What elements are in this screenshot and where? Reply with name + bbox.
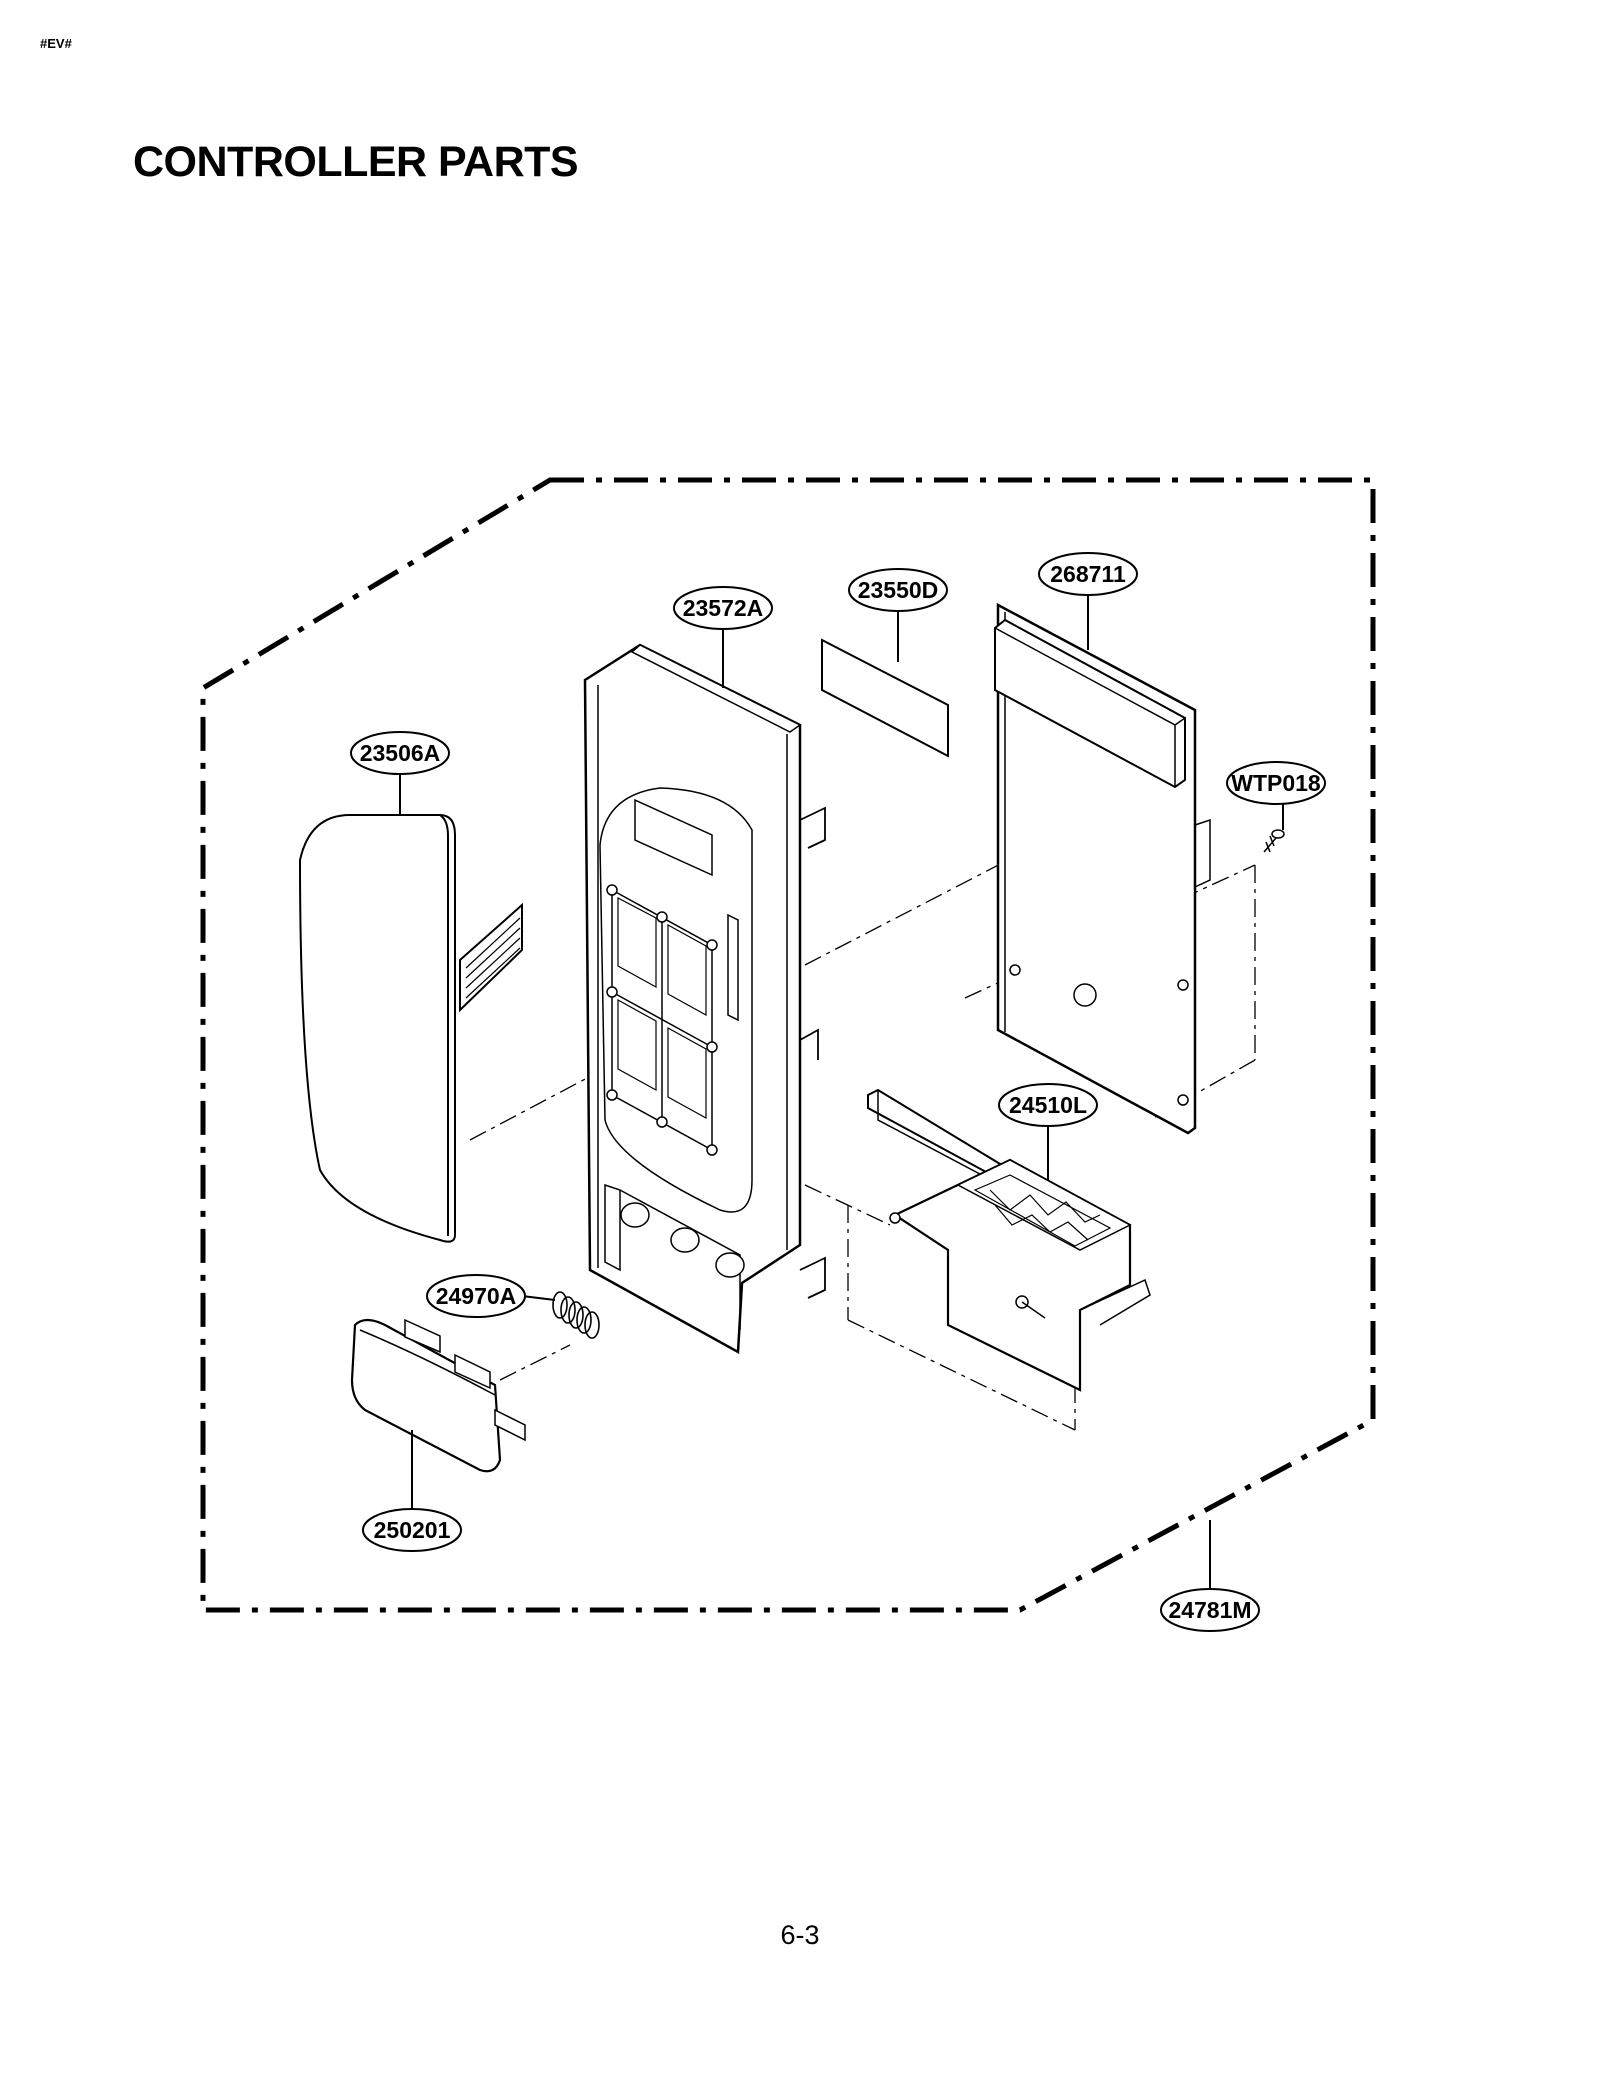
callout-leaders <box>399 596 1284 1588</box>
label-spring: 24970A <box>436 1283 517 1309</box>
label-controller-assembly: 24781M <box>1168 1597 1251 1623</box>
callout-spring: 24970A <box>426 1274 526 1318</box>
latch-bracket-part <box>867 1088 1151 1392</box>
label-door-button: 250201 <box>374 1517 451 1543</box>
callout-ventilation-lever: 23506A <box>350 731 450 775</box>
callout-display-window: 23550D <box>848 568 948 612</box>
callout-door-button: 250201 <box>362 1508 462 1552</box>
spring-part <box>552 1291 600 1339</box>
page-number: 6-3 <box>780 1920 820 1950</box>
document-code: #EV# <box>40 36 72 51</box>
assembly-boundary <box>200 477 1376 1613</box>
pcb-assembly-part <box>994 602 1211 1135</box>
callout-controller-assembly: 24781M <box>1160 1588 1260 1632</box>
callout-screw: WTP018 <box>1226 761 1326 805</box>
control-panel-frame-part <box>583 643 826 1355</box>
label-ventilation-lever: 23506A <box>360 740 441 766</box>
display-window-part <box>821 638 949 758</box>
callout-pcb-assembly: 268711 <box>1038 552 1138 596</box>
screw-part <box>1263 829 1285 853</box>
label-control-panel-frame: 23572A <box>683 595 764 621</box>
label-display-window: 23550D <box>858 577 939 603</box>
callout-control-panel-frame: 23572A <box>673 586 773 630</box>
label-screw: WTP018 <box>1231 770 1321 796</box>
page-title: CONTROLLER PARTS <box>133 138 579 186</box>
label-latch-bracket: 24510L <box>1009 1092 1087 1118</box>
label-pcb-assembly: 268711 <box>1050 561 1126 587</box>
callout-latch-bracket: 24510L <box>998 1083 1098 1127</box>
ventilation-lever-part <box>298 814 523 1243</box>
door-button-part <box>350 1318 526 1473</box>
